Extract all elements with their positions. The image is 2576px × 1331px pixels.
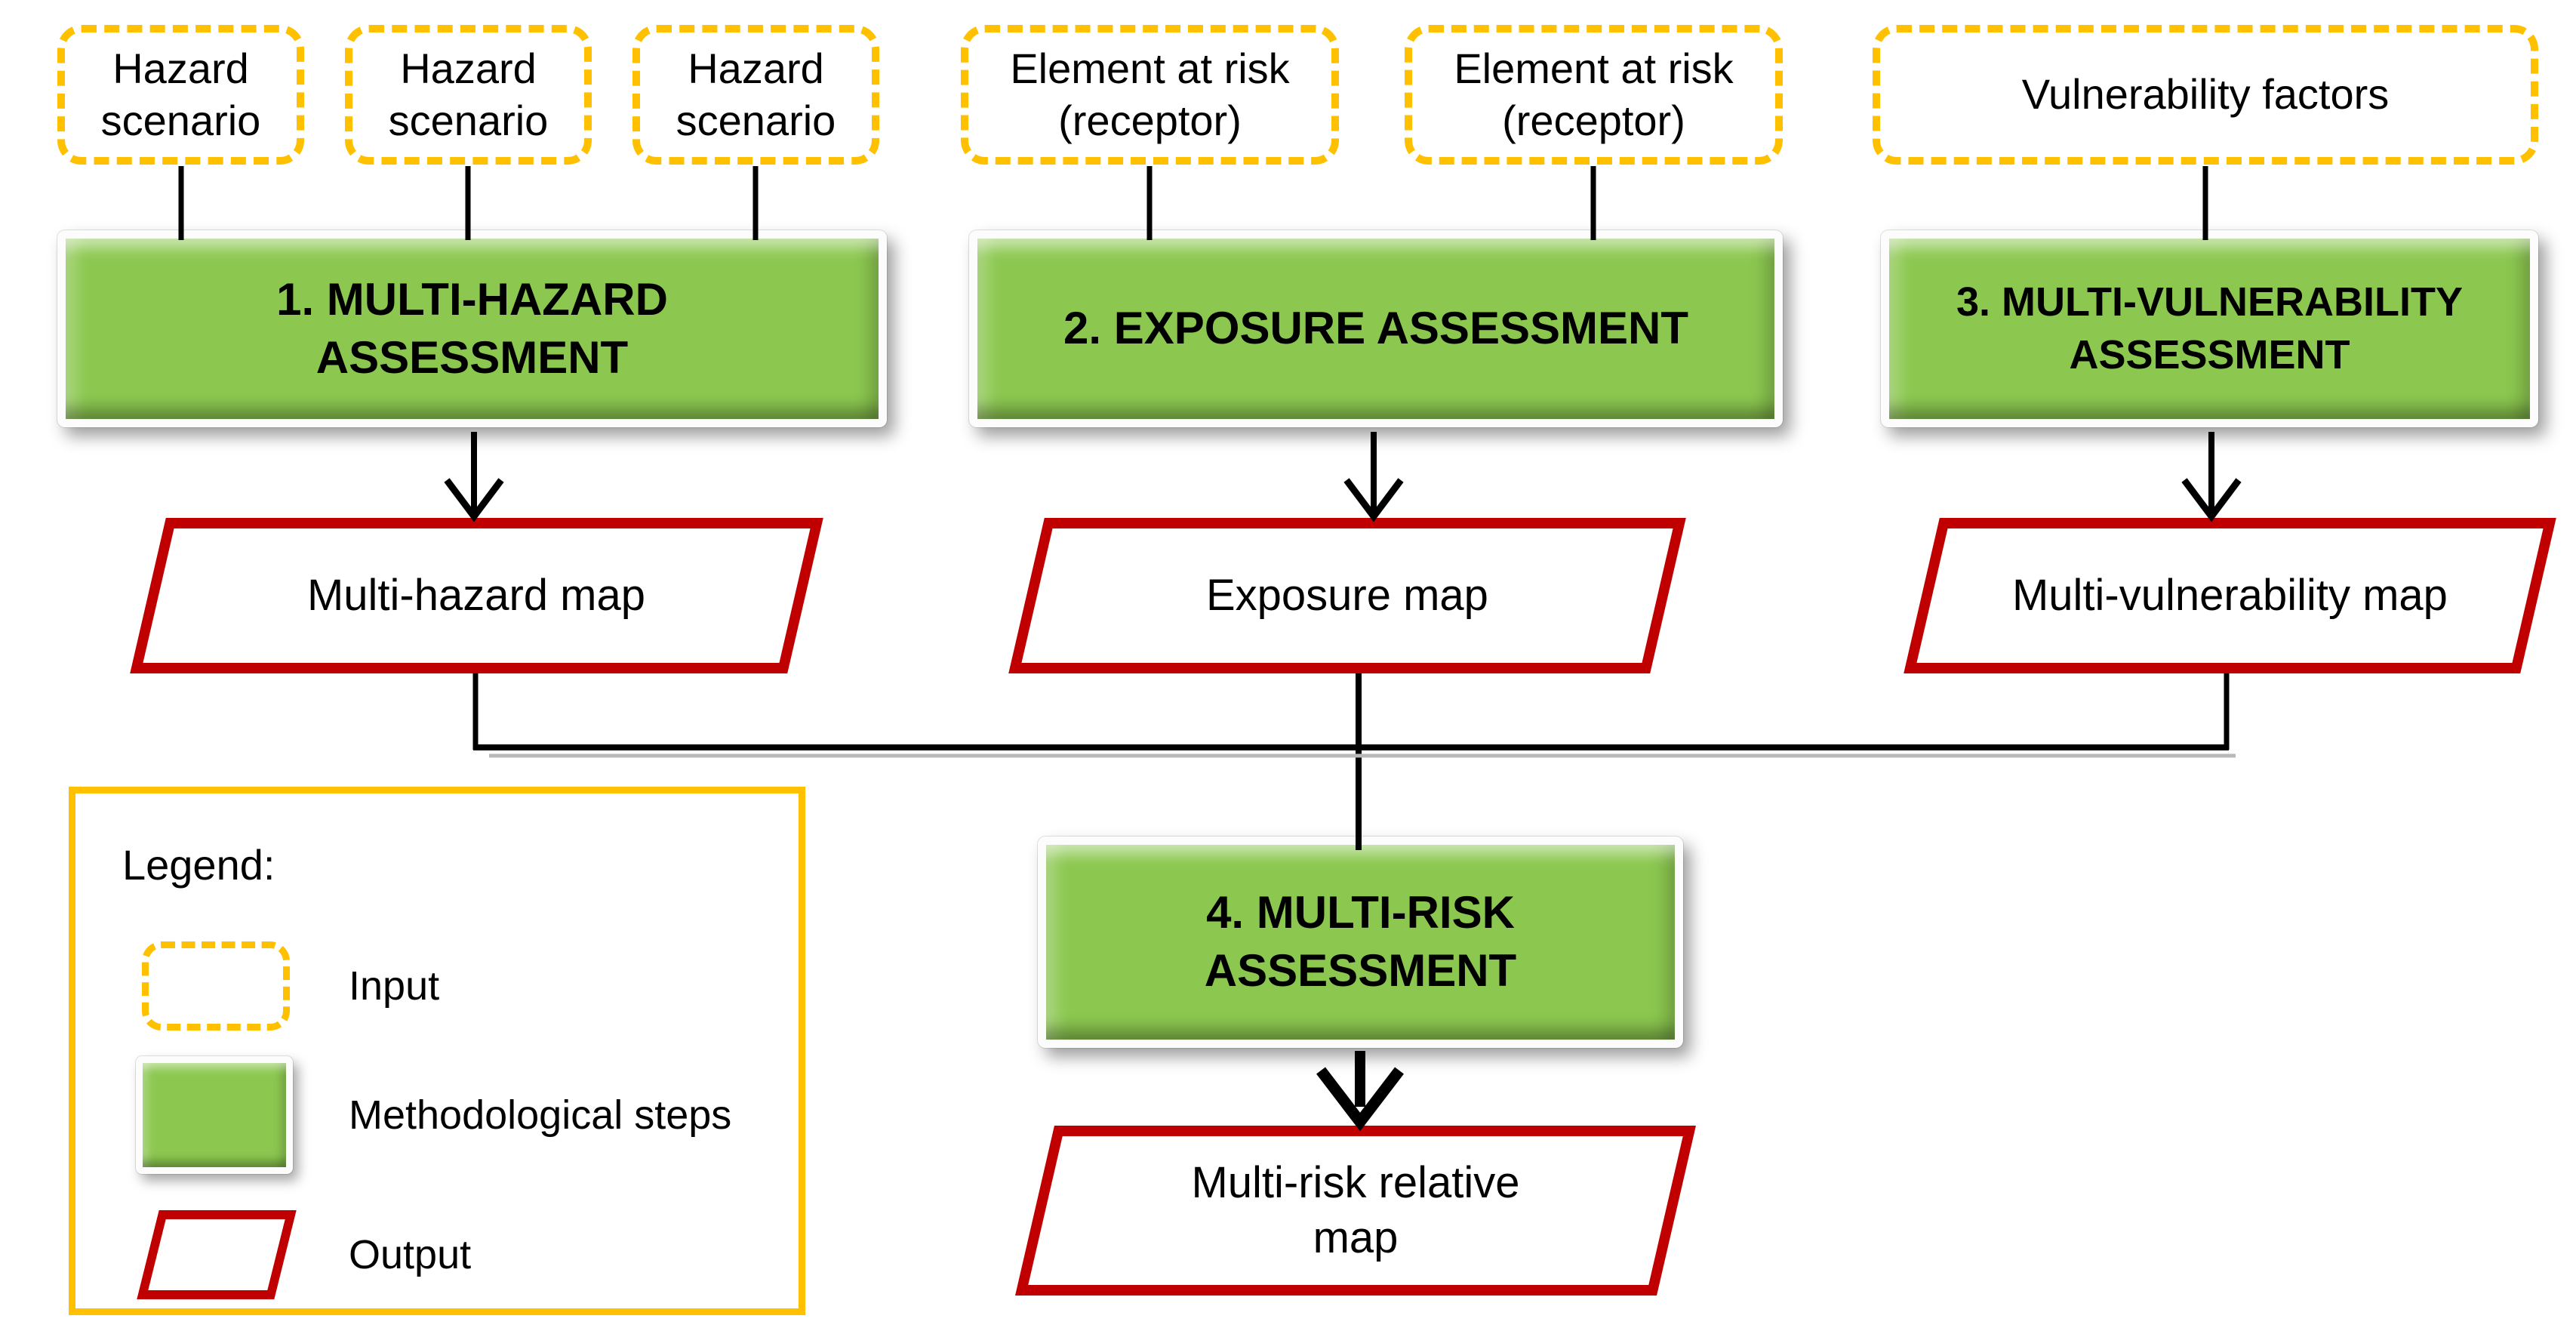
output-box-multi-hazard-map: Multi-hazard map: [130, 518, 823, 673]
input-label: Vulnerability factors: [2021, 70, 2390, 119]
legend-label: Output: [349, 1232, 472, 1277]
output-label: Multi-vulnerability map: [2012, 570, 2448, 620]
arrow-step3-output3: [2181, 432, 2242, 522]
legend-row-methodological-steps: Methodological steps: [75, 1056, 799, 1174]
step-box-multi-risk-assessment: 4. MULTI-RISK ASSESSMENT: [1038, 836, 1683, 1048]
step-label: 4. MULTI-RISK ASSESSMENT: [1204, 887, 1517, 996]
step-box-multi-hazard-assessment: 1. MULTI-HAZARD ASSESSMENT: [57, 230, 887, 427]
step-label: 1. MULTI-HAZARD ASSESSMENT: [276, 273, 668, 383]
output-swatch-icon: [137, 1210, 297, 1299]
output-box-multi-vulnerability-map: Multi-vulnerability map: [1904, 518, 2556, 673]
legend-row-output: Output: [75, 1210, 799, 1299]
output-label: Multi-risk relative map: [1191, 1158, 1520, 1262]
input-label: Hazard scenario: [388, 45, 549, 144]
input-box-vulnerability-factors: Vulnerability factors: [1873, 25, 2538, 165]
step-box-exposure-assessment: 2. EXPOSURE ASSESSMENT: [969, 230, 1783, 427]
step-label: 3. MULTI-VULNERABILITY ASSESSMENT: [1956, 279, 2463, 377]
legend-label: Methodological steps: [349, 1092, 732, 1138]
legend-row-input: Input: [75, 941, 799, 1031]
arrow-step1-output1: [444, 432, 504, 522]
output-label: Multi-hazard map: [307, 570, 646, 620]
step-box-multi-vulnerability-assessment: 3. MULTI-VULNERABILITY ASSESSMENT: [1881, 230, 2538, 427]
output-box-exposure-map: Exposure map: [1008, 518, 1686, 673]
step-label: 2. EXPOSURE ASSESSMENT: [1063, 303, 1688, 354]
legend-title: Legend:: [122, 841, 275, 889]
legend-label: Input: [349, 963, 440, 1009]
input-box-hazard-scenario-3: Hazard scenario: [632, 25, 879, 165]
arrow-step2-output2: [1343, 432, 1404, 522]
output-label: Exposure map: [1206, 570, 1488, 620]
input-label: Element at risk (receptor): [1010, 45, 1290, 144]
input-label: Hazard scenario: [100, 45, 261, 144]
input-box-element-at-risk-2: Element at risk (receptor): [1405, 25, 1783, 165]
step-swatch-icon: [136, 1056, 293, 1174]
arrow-step4-output4: [1316, 1051, 1404, 1132]
output-box-multi-risk-relative-map: Multi-risk relative map: [1015, 1126, 1696, 1296]
input-box-element-at-risk-1: Element at risk (receptor): [961, 25, 1339, 165]
input-box-hazard-scenario-2: Hazard scenario: [345, 25, 592, 165]
input-label: Hazard scenario: [676, 45, 836, 144]
input-swatch-icon: [142, 941, 290, 1031]
input-box-hazard-scenario-1: Hazard scenario: [57, 25, 304, 165]
legend: Legend: Input Methodological steps Outpu…: [69, 787, 805, 1315]
input-label: Element at risk (receptor): [1454, 45, 1734, 144]
